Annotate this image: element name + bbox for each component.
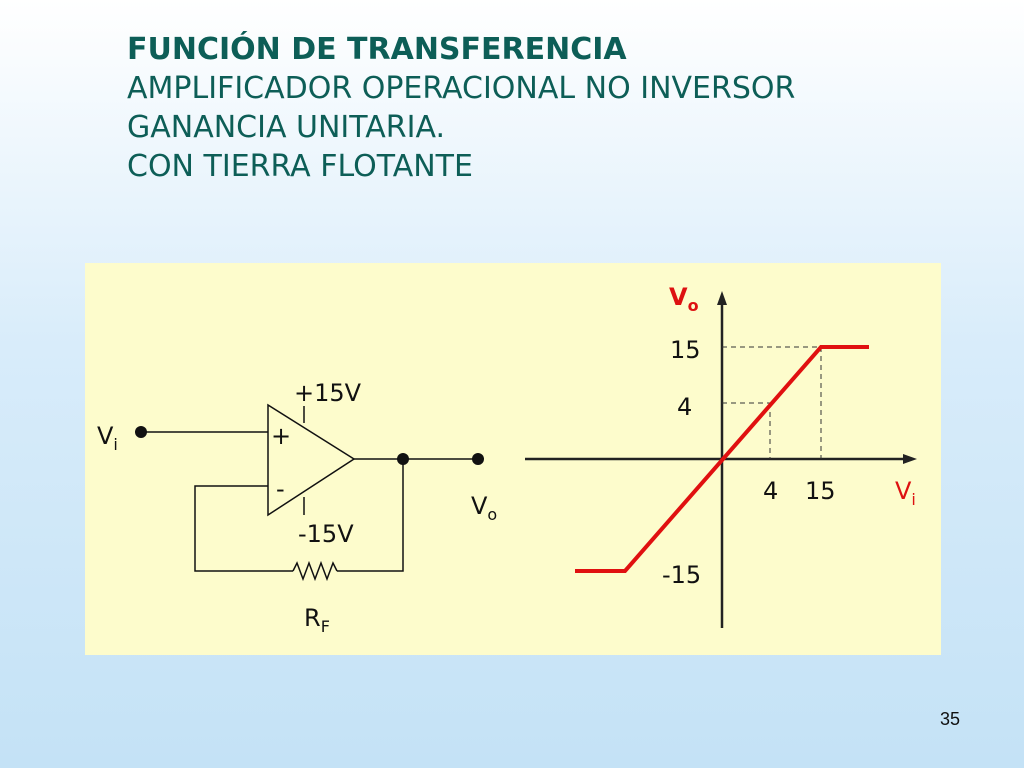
title-block: FUNCIÓN DE TRANSFERENCIA AMPLIFICADOR OP…: [127, 30, 795, 186]
y-tick-15: 15: [670, 336, 701, 364]
feedback-wire-left: [194, 485, 293, 572]
minus-supply-label: -15V: [298, 520, 354, 548]
x-tick-4: 4: [763, 477, 778, 505]
output-label: Vo: [471, 492, 497, 524]
input-node: [135, 426, 147, 438]
resistor-rf: [292, 560, 338, 582]
x-axis-arrow: [903, 454, 917, 464]
x-axis-label: Vi: [895, 477, 916, 509]
y-tick-4: 4: [677, 393, 692, 421]
feedback-node: [397, 453, 409, 465]
title-line-3: GANANCIA UNITARIA.: [127, 110, 446, 145]
circuit: [141, 403, 478, 582]
input-label: Vi: [97, 422, 118, 454]
feedback-wire-right: [337, 459, 404, 572]
y-axis-label: Vo: [669, 283, 699, 315]
x-tick-15: 15: [805, 477, 836, 505]
diagram-svg: Vi + - +15V -15V Vo RF Vo 15 4: [97, 283, 917, 636]
y-tick-minus-15: -15: [662, 561, 701, 589]
title-line-2: AMPLIFICADOR OPERACIONAL NO INVERSOR: [127, 71, 796, 106]
output-node: [472, 453, 484, 465]
title-line-4: CON TIERRA FLOTANTE: [127, 149, 473, 184]
transfer-curve: [575, 345, 869, 573]
y-axis-arrow: [717, 291, 727, 305]
plus-supply-label: +15V: [294, 379, 362, 407]
minus-sign: -: [276, 475, 285, 503]
diagram-panel: Vi + - +15V -15V Vo RF Vo 15 4: [85, 263, 941, 655]
slide-number: 35: [940, 709, 961, 729]
title-line-1: FUNCIÓN DE TRANSFERENCIA: [127, 32, 627, 67]
resistor-label: RF: [304, 604, 330, 636]
plus-sign: +: [271, 422, 291, 450]
opamp-triangle: [267, 403, 356, 517]
transfer-graph: Vo 15 4 -15 4 15 Vi: [525, 283, 917, 628]
